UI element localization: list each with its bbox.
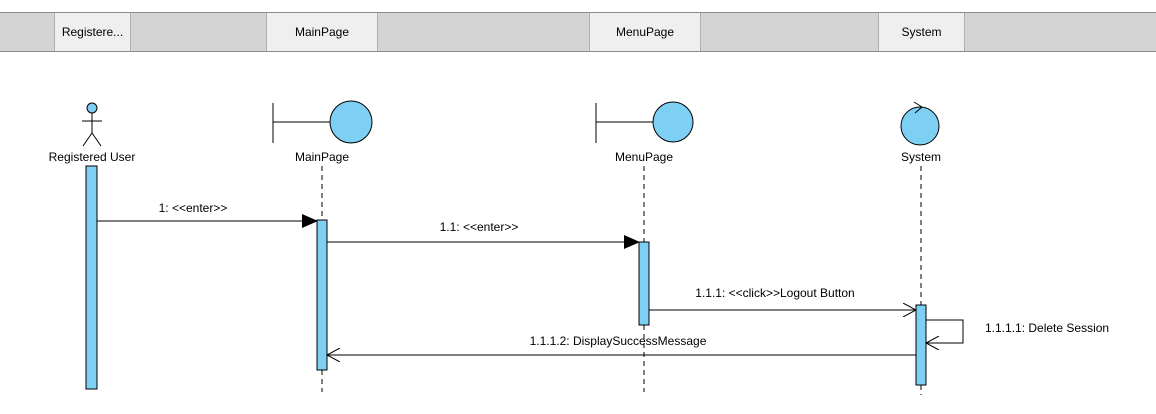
lane-header-menupage[interactable]: MenuPage (589, 13, 701, 51)
activation-bar-menupage (638, 241, 650, 326)
object-menupage[interactable]: MenuPage (595, 101, 694, 164)
control-icon (900, 101, 940, 146)
object-label-registered-user: Registered User (49, 150, 136, 164)
object-label-mainpage: MainPage (295, 150, 349, 164)
lane-header-bar: Registere... MainPage MenuPage System (0, 12, 1156, 52)
object-label-system: System (901, 150, 941, 164)
activation-bar-mainpage (316, 219, 328, 371)
activation-bar-registered-user (85, 165, 98, 390)
message-label: 1.1.1.2: DisplaySuccessMessage (530, 334, 707, 348)
actor-icon (82, 102, 102, 147)
message-1-1-1-2[interactable]: 1.1.1.2: DisplaySuccessMessage (327, 334, 916, 355)
object-system[interactable]: System (900, 101, 941, 164)
message-label: 1.1.1.1: Delete Session (985, 321, 1109, 335)
message-1-1-1[interactable]: 1.1.1: <<click>>Logout Button (649, 286, 916, 310)
message-label: 1: <<enter>> (159, 201, 228, 215)
message-label: 1.1.1: <<click>>Logout Button (695, 286, 854, 300)
lane-header-mainpage[interactable]: MainPage (266, 13, 378, 51)
boundary-icon (595, 101, 694, 143)
message-1-1-1-1[interactable]: 1.1.1.1: Delete Session (926, 319, 1109, 343)
boundary-icon (272, 100, 373, 144)
object-mainpage[interactable]: MainPage (272, 100, 373, 164)
message-label: 1.1: <<enter>> (440, 220, 519, 234)
object-label-menupage: MenuPage (615, 150, 673, 164)
lane-header-system[interactable]: System (878, 13, 965, 51)
activation-bar-system (915, 304, 927, 386)
actor-registered-user[interactable]: Registered User (49, 102, 136, 164)
message-1-1[interactable]: 1.1: <<enter>> (327, 220, 640, 249)
lane-header-registered-user[interactable]: Registere... (54, 13, 131, 51)
self-message-arrow (926, 319, 964, 343)
message-1[interactable]: 1: <<enter>> (97, 201, 318, 228)
